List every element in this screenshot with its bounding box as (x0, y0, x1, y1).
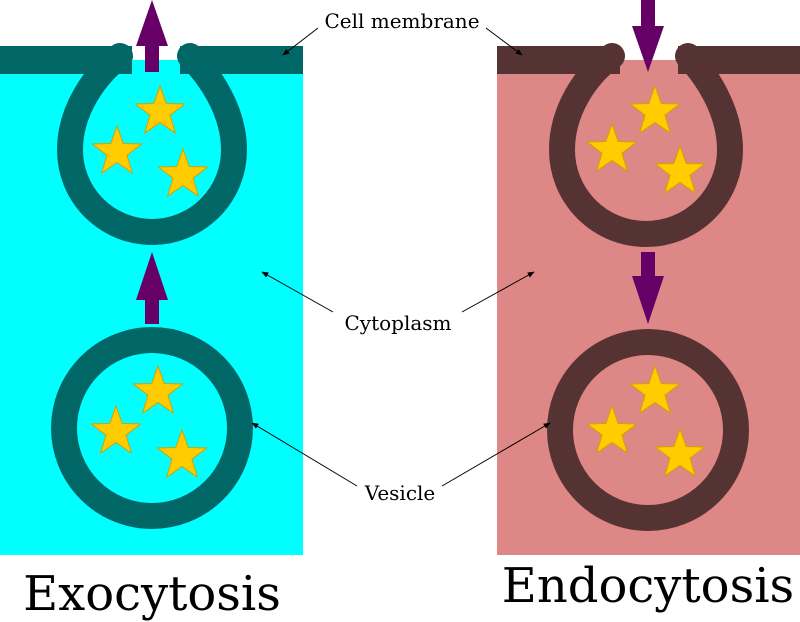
pointer-vesicle-right (441, 422, 551, 487)
exocytosis-title: Exocytosis (23, 566, 281, 622)
vesicle-label: Vesicle (364, 481, 436, 505)
cell-membrane-label: Cell membrane (324, 9, 479, 33)
exocytosis-panel (0, 0, 303, 555)
endocytosis-vesicle (547, 329, 749, 531)
endocytosis-forming-vesicle (548, 43, 744, 247)
pointer-vesicle-left (251, 422, 358, 487)
endocytosis-title: Endocytosis (502, 558, 794, 614)
pointer-cell-membrane-left (282, 27, 319, 56)
exocytosis-fusing-vesicle (56, 43, 248, 245)
exocytosis-vesicle (51, 327, 253, 529)
pointer-lines (251, 27, 551, 487)
endocytosis-panel (497, 0, 800, 555)
endocytosis-transport-arrow (632, 252, 664, 324)
endocytosis-entry-arrow (632, 0, 664, 72)
pointer-cytoplasm-left (261, 271, 334, 313)
pointer-cell-membrane-right (485, 27, 523, 56)
pointer-cytoplasm-right (461, 271, 535, 313)
exocytosis-transport-arrow (136, 252, 168, 324)
exocytosis-exit-arrow (136, 0, 168, 72)
cytoplasm-label: Cytoplasm (344, 311, 451, 335)
